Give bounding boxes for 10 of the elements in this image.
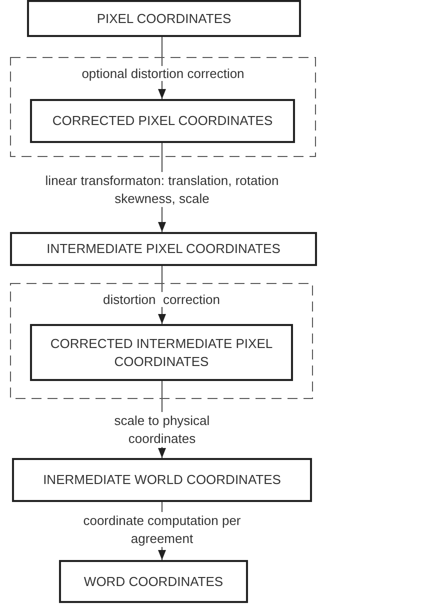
dashed-group-frame [10,57,316,157]
group-heading: distortion correction [100,292,222,307]
process-box: INTERMEDIATE PIXEL COORDINATES [10,232,317,266]
process-box: PIXEL COORDINATES [27,0,301,37]
process-box: CORRECTED INTERMEDIATE PIXEL COORDINATES [30,324,293,381]
dashed-group-frame [10,283,313,399]
group-heading: optional distortion correction [80,66,246,81]
process-box: WORD COORDINATES [59,560,248,603]
process-box: CORRECTED PIXEL COORDINATES [30,99,295,143]
process-box: INERMEDIATE WORLD COORDINATES [12,458,312,502]
